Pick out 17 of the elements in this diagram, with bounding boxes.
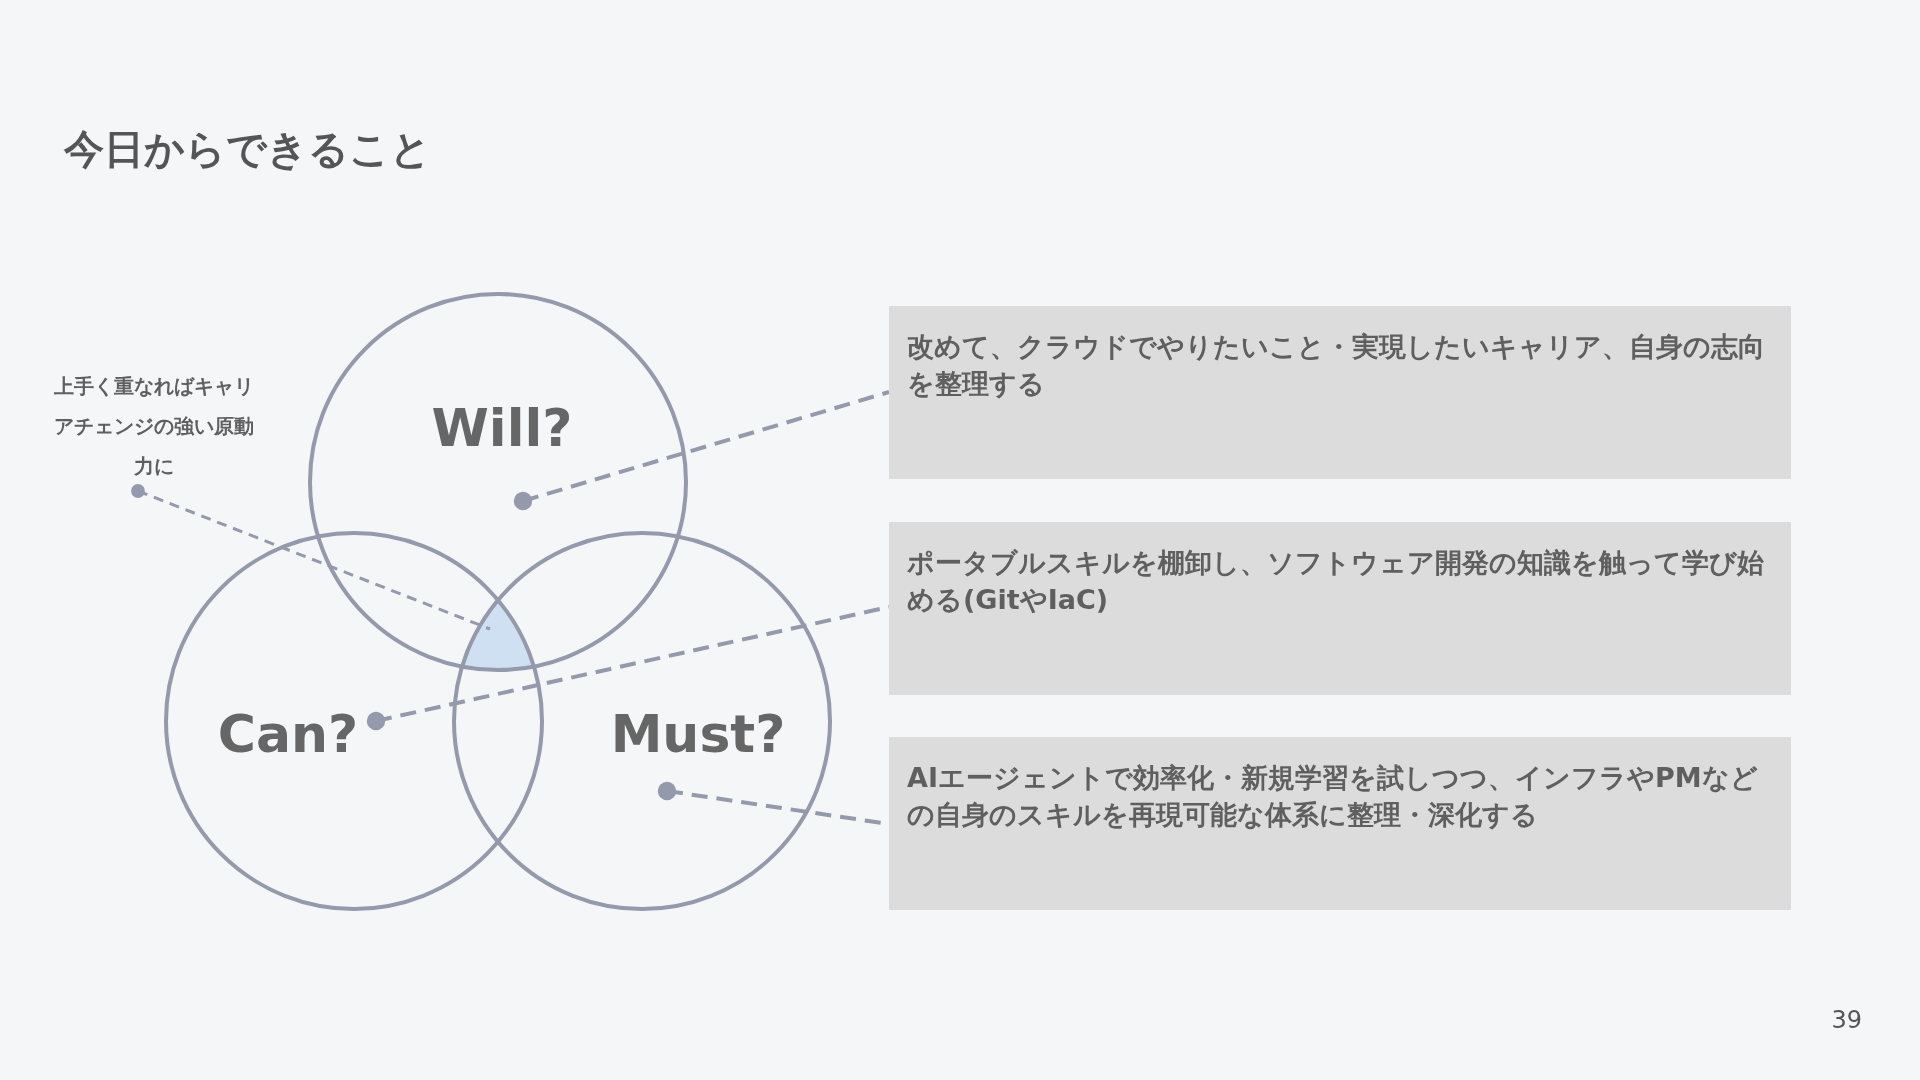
circle-label: Can? [217, 704, 359, 764]
leader-line [513, 390, 890, 511]
text-box [889, 522, 1791, 695]
text-box [889, 737, 1791, 910]
box-text: ポータブルスキルを棚卸し、ソフトウェア開発の知識を触って学び始める(GitやIaC) [907, 546, 1765, 617]
leader-line [131, 484, 491, 631]
text-box [889, 306, 1791, 479]
box-text: 改めて、クラウドでやりたいこと・実現したいキャリア、自身の志向を整理する [907, 330, 1766, 401]
callout-text: 上手く重なればキャリアチェンジの強い原動力に [52, 366, 256, 486]
will-circle [308, 292, 688, 672]
circle-label: Must? [610, 704, 786, 764]
page-number: 39 [1831, 1006, 1862, 1034]
circle-label: Will? [431, 398, 573, 458]
must-circle [452, 531, 832, 911]
slide-title: 今日からできること [64, 125, 431, 174]
box-text: AIエージェントで効率化・新規学習を試しつつ、インフラやPMなどの自身のスキルを再現可能な体系に整理・深化する [907, 761, 1759, 832]
can-circle [164, 531, 544, 911]
